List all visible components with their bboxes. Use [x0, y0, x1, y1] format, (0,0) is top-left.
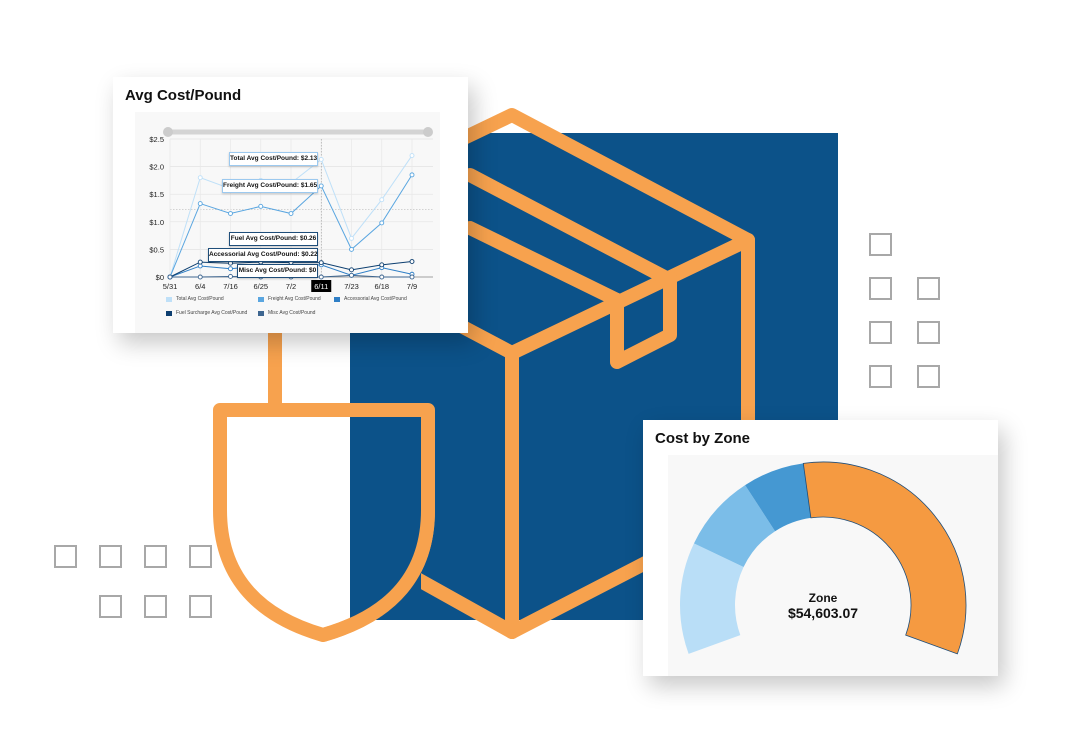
legend-label: Total Avg Cost/Pound	[176, 296, 224, 302]
tooltip-total: Total Avg Cost/Pound: $2.13	[229, 152, 318, 166]
legend-swatch	[334, 296, 340, 302]
legend-label: Fuel Surcharge Avg Cost/Pound	[176, 310, 248, 316]
data-point	[409, 153, 415, 159]
outline-square	[917, 277, 940, 300]
data-point	[197, 201, 203, 207]
outline-square	[917, 321, 940, 344]
tooltip-accessorial: Accessorial Avg Cost/Pound: $0.22	[208, 248, 318, 262]
legend-item[interactable]: Total Avg Cost/Pound	[166, 296, 224, 302]
legend-swatch	[166, 310, 172, 316]
outline-square	[54, 545, 77, 568]
legend-label: Misc Avg Cost/Pound	[268, 310, 316, 316]
range-slider[interactable]	[163, 127, 433, 137]
data-point	[318, 183, 324, 189]
y-tick-label: $0.5	[149, 245, 164, 254]
x-tick-label: 7/16	[223, 282, 238, 291]
decorative-squares	[54, 233, 940, 618]
data-point	[409, 274, 415, 280]
legend-label: Freight Avg Cost/Pound	[268, 296, 321, 302]
legend-item[interactable]: Freight Avg Cost/Pound	[258, 296, 321, 302]
data-point	[318, 260, 324, 266]
data-point	[379, 197, 385, 203]
outline-square	[99, 595, 122, 618]
data-point	[379, 262, 385, 268]
x-tick-label: 6/25	[253, 282, 268, 291]
data-point	[228, 211, 233, 216]
y-tick-label: $0	[156, 273, 164, 282]
outline-square	[144, 595, 167, 618]
zone-gauge	[680, 461, 967, 655]
data-point	[379, 274, 385, 280]
outline-square	[869, 365, 892, 388]
x-tick-label: 6/4	[195, 282, 205, 291]
legend-swatch	[166, 296, 172, 302]
outline-square	[917, 365, 940, 388]
highlighted-x-label-bg	[311, 280, 332, 292]
outline-square	[869, 321, 892, 344]
outline-square	[869, 277, 892, 300]
outline-square	[189, 545, 212, 568]
slider-handle-right[interactable]	[423, 127, 433, 137]
legend-item[interactable]: Accessorial Avg Cost/Pound	[334, 296, 407, 302]
data-point	[318, 274, 324, 280]
data-point	[409, 172, 415, 178]
gauge-segment	[802, 461, 967, 655]
slider-handle-left[interactable]	[163, 127, 173, 137]
data-point	[167, 274, 173, 280]
data-point	[379, 220, 385, 226]
outline-square	[869, 233, 892, 256]
x-tick-label: 6/18	[374, 282, 389, 291]
data-point	[318, 156, 324, 162]
outline-square	[144, 545, 167, 568]
gauge-center-label: Zone	[808, 591, 838, 605]
data-point	[197, 274, 203, 280]
legend-label: Accessorial Avg Cost/Pound	[344, 296, 407, 302]
cost-by-zone-card: Cost by Zone Zone $54,603.07	[643, 420, 998, 676]
data-point	[197, 175, 203, 181]
card-title: Cost by Zone	[655, 430, 751, 447]
outline-square	[99, 545, 122, 568]
card-title: Avg Cost/Pound	[125, 87, 242, 104]
y-tick-label: $2.0	[149, 163, 164, 172]
data-point	[197, 263, 203, 269]
tooltip-freight: Freight Avg Cost/Pound: $1.65	[222, 179, 318, 193]
data-point	[349, 246, 354, 252]
x-tick-label: 5/31	[163, 282, 178, 291]
line-chart: $0 $0.5 $1.0 $1.5 $2.0 $2.5 5/31 6/4 7/16 6/25 7/2…	[149, 127, 433, 292]
data-point	[349, 272, 354, 278]
avg-cost-pound-card: Avg Cost/Pound $0 $0.5 $1.0 $1.5 $2.0 $2.5 5/3…	[113, 77, 468, 333]
legend-item[interactable]: Misc Avg Cost/Pound	[258, 310, 315, 316]
data-point	[197, 259, 203, 265]
x-tick-label: 7/23	[344, 282, 359, 291]
tooltip-misc: Misc Avg Cost/Pound: $0	[237, 264, 318, 278]
data-point	[349, 235, 354, 241]
gauge-segment	[693, 485, 776, 568]
tooltip-fuel: Fuel Avg Cost/Pound: $0.26	[229, 232, 318, 246]
legend-item[interactable]: Fuel Surcharge Avg Cost/Pound	[166, 310, 247, 316]
gauge-segment	[680, 543, 744, 654]
y-tick-label: $2.5	[149, 135, 164, 144]
data-point	[288, 211, 294, 216]
y-tick-label: $1.0	[149, 218, 164, 227]
x-tick-label: 7/2	[286, 282, 296, 291]
y-tick-label: $1.5	[149, 190, 164, 199]
data-point	[228, 273, 233, 279]
x-tick-label: 7/9	[407, 282, 417, 291]
gauge-segment	[745, 463, 811, 532]
data-point	[409, 259, 415, 264]
legend-swatch	[258, 296, 264, 302]
gauge-center-value: $54,603.07	[787, 605, 859, 621]
legend-swatch	[258, 310, 264, 316]
outline-square	[189, 595, 212, 618]
x-tick-label: 6/11	[314, 282, 328, 291]
data-point	[349, 267, 354, 273]
data-point	[228, 266, 233, 272]
data-point	[258, 203, 264, 209]
